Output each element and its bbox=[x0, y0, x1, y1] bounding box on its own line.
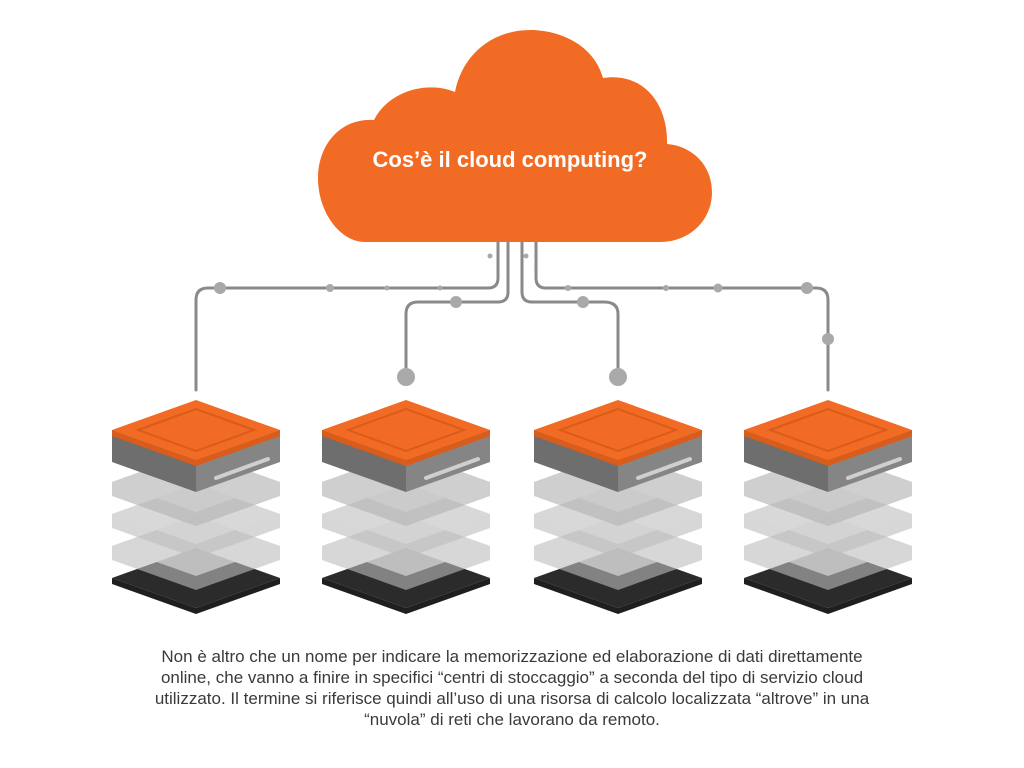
wire-node bbox=[609, 368, 627, 386]
wire-node bbox=[663, 285, 669, 291]
caption-line-4: “nuvola” di reti che lavorano da remoto. bbox=[92, 709, 932, 730]
wire-node bbox=[565, 285, 571, 291]
wire-node bbox=[577, 296, 589, 308]
wire-node bbox=[524, 254, 529, 259]
wire-node bbox=[488, 254, 493, 259]
server-stacks bbox=[112, 400, 912, 614]
cloud-title: Cos’è il cloud computing? bbox=[330, 140, 690, 180]
wire-node bbox=[214, 282, 226, 294]
wire-nodes bbox=[214, 254, 834, 387]
server-stack-4 bbox=[744, 400, 912, 614]
caption-line-2: online, che vanno a finire in specifici … bbox=[92, 667, 932, 688]
server-stack-2 bbox=[322, 400, 490, 614]
wire-node bbox=[801, 282, 813, 294]
wire-node bbox=[450, 296, 462, 308]
server-stack-3 bbox=[534, 400, 702, 614]
wire-server-4 bbox=[536, 242, 828, 390]
wire-node bbox=[822, 333, 834, 345]
server-stack-1 bbox=[112, 400, 280, 614]
cloud-body bbox=[318, 30, 712, 242]
wire-server-2 bbox=[406, 242, 508, 376]
caption-line-1: Non è altro che un nome per indicare la … bbox=[92, 646, 932, 667]
wire-node bbox=[438, 286, 443, 291]
caption-line-3: utilizzato. Il termine si riferisce quin… bbox=[92, 688, 932, 709]
wire-node bbox=[326, 284, 334, 292]
wire-node bbox=[385, 286, 390, 291]
wire-node bbox=[714, 284, 723, 293]
wire-node bbox=[397, 368, 415, 386]
connection-wires bbox=[196, 242, 828, 390]
caption-text: Non è altro che un nome per indicare la … bbox=[92, 646, 932, 730]
cloud-shape bbox=[318, 30, 712, 242]
wire-server-1 bbox=[196, 242, 498, 390]
